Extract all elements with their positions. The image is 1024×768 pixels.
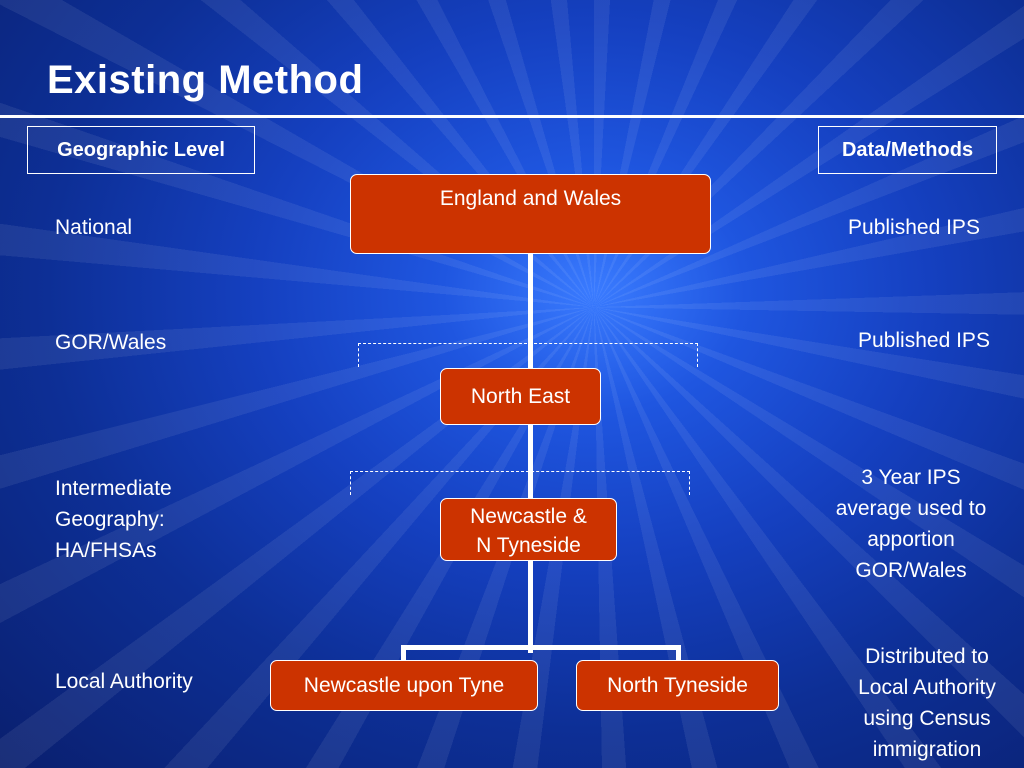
level-intermediate-line: HA/FHSAs [55, 539, 157, 562]
node-newcastle-line: Newcastle & [470, 505, 587, 528]
data-methods-header: Data/Methods [818, 126, 997, 174]
tree-branch-right-drop [676, 645, 681, 661]
method-local-line: immigration [872, 738, 982, 761]
method-national: Published IPS [848, 216, 980, 239]
level-local-authority: Local Authority [55, 670, 193, 693]
method-local-authority: Distributed to Local Authority using Cen… [832, 641, 1022, 765]
node-england-and-wales: England and Wales [350, 174, 711, 254]
intermediate-dashed-bracket [350, 471, 690, 495]
level-gor-wales: GOR/Wales [55, 331, 167, 354]
level-intermediate: Intermediate Geography: HA/FHSAs [55, 473, 172, 566]
geographic-level-header: Geographic Level [27, 126, 255, 174]
method-gor-wales: Published IPS [858, 329, 990, 352]
method-intermediate-line: GOR/Wales [855, 559, 967, 582]
tree-branch-connector [401, 645, 681, 650]
level-national: National [55, 216, 133, 239]
method-intermediate: 3 Year IPS average used to apportion GOR… [815, 462, 1007, 586]
method-local-line: Local Authority [858, 676, 996, 699]
title-divider [0, 115, 1024, 118]
gor-dashed-bracket [358, 343, 698, 367]
level-intermediate-line: Intermediate [55, 477, 172, 500]
method-local-line: using Census [863, 707, 991, 730]
method-intermediate-line: 3 Year IPS [861, 466, 961, 489]
level-intermediate-line: Geography: [55, 508, 165, 531]
method-local-line: Distributed to [865, 645, 989, 668]
tree-trunk-connector [528, 253, 533, 653]
node-north-east: North East [440, 368, 601, 425]
method-intermediate-line: average used to [835, 497, 987, 520]
node-newcastle-line: N Tyneside [476, 534, 581, 557]
node-newcastle-upon-tyne: Newcastle upon Tyne [270, 660, 538, 711]
method-intermediate-line: apportion [867, 528, 955, 551]
slide-title: Existing Method [47, 58, 364, 102]
tree-branch-left-drop [401, 645, 406, 661]
node-newcastle-n-tyneside: Newcastle & N Tyneside [440, 498, 617, 561]
node-north-tyneside: North Tyneside [576, 660, 779, 711]
